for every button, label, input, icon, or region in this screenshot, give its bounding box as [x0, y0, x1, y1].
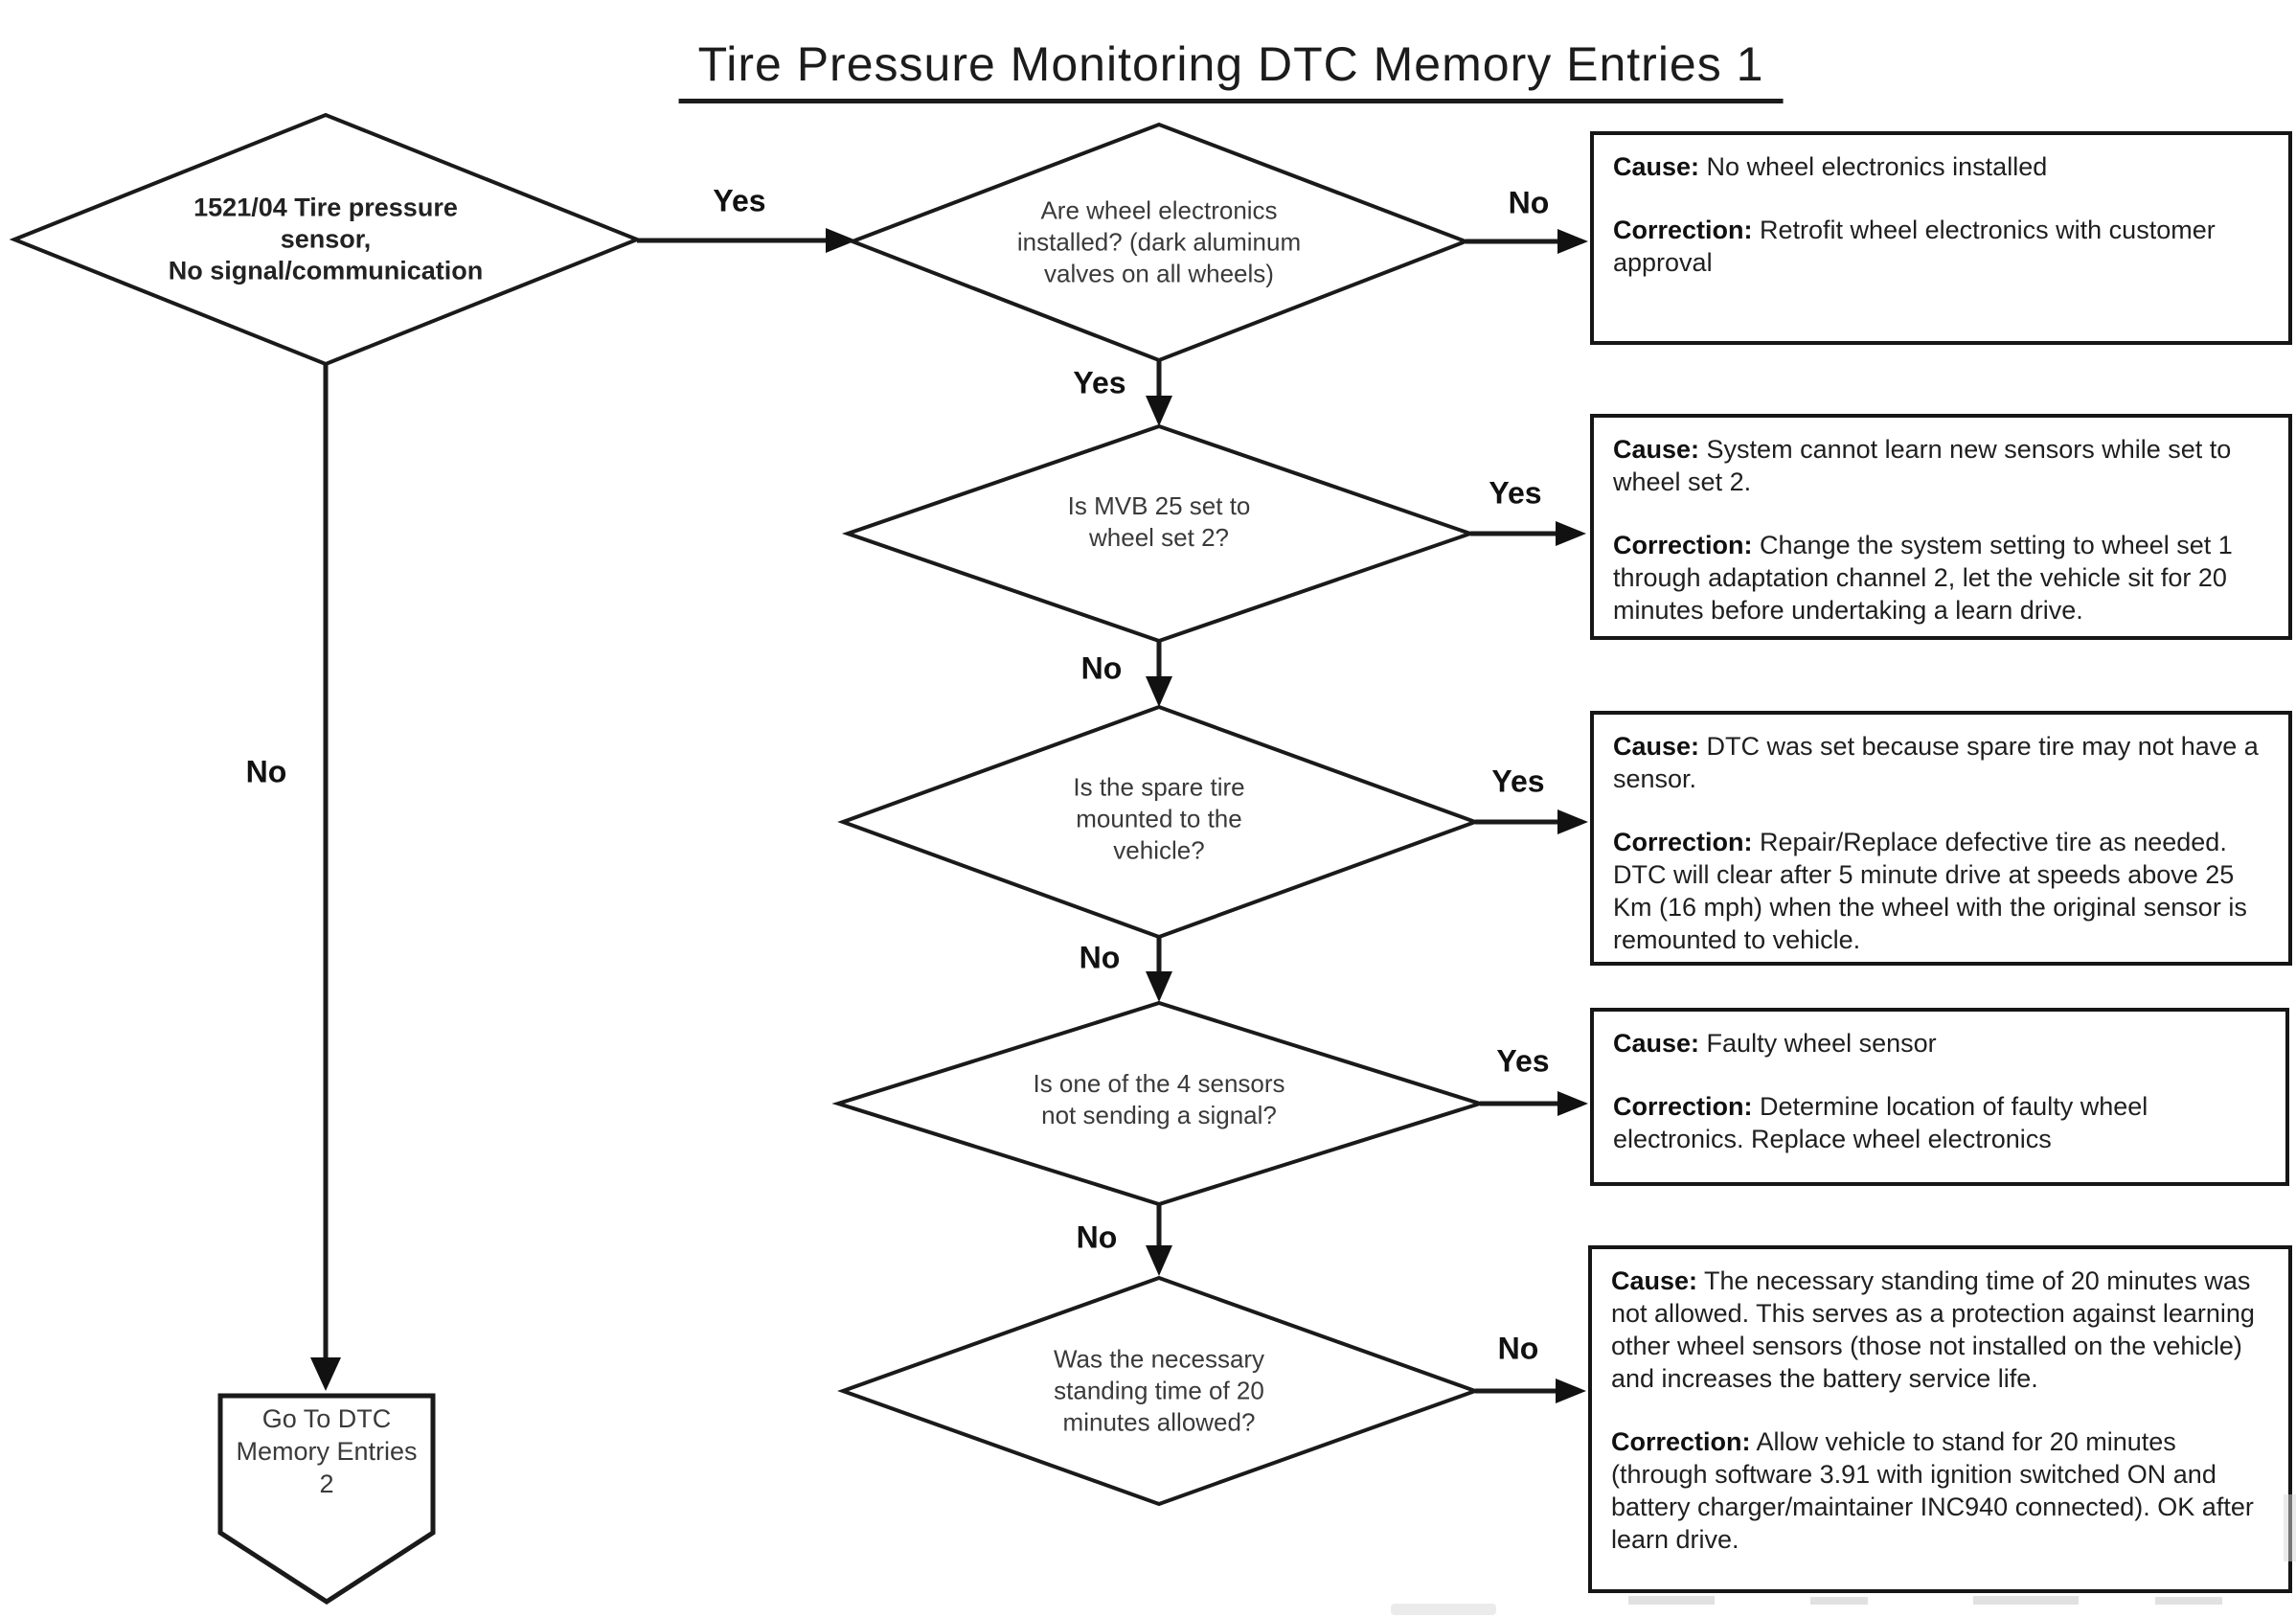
decision-label-standing-time: Was the necessary standing time of 20 mi…: [929, 1344, 1389, 1439]
edge-label-no: No: [245, 754, 287, 789]
terminal-line: 2: [319, 1470, 334, 1498]
cause-value: DTC was set because spare tire may not h…: [1613, 732, 2259, 793]
decision-line: standing time of 20: [1054, 1376, 1264, 1405]
decision-line: Was the necessary: [1053, 1344, 1265, 1374]
arrowhead: [1557, 809, 1588, 834]
decision-line: valves on all wheels): [1044, 259, 1274, 288]
decision-line: not sending a signal?: [1041, 1101, 1277, 1129]
cause-text: Cause: The necessary standing time of 20…: [1611, 1265, 2269, 1395]
correction-text: Correction: Change the system setting to…: [1613, 529, 2269, 627]
start-diamond-shape: [9, 112, 643, 367]
cause-value: The necessary standing time of 20 minute…: [1611, 1266, 2255, 1393]
cause-label: Cause:: [1613, 732, 1700, 761]
result-box: Cause: The necessary standing time of 20…: [1588, 1245, 2292, 1593]
decision-line: Is the spare tire: [1073, 772, 1245, 802]
decision-label-wheel-electronics: Are wheel electronics installed? (dark a…: [929, 195, 1389, 290]
decision-line: minutes allowed?: [1062, 1407, 1256, 1437]
decision-label-sensor-signal: Is one of the 4 sensors not sending a si…: [929, 1068, 1389, 1131]
arrowhead: [1556, 521, 1586, 546]
edge-label-no: No: [1080, 650, 1123, 686]
correction-text: Correction: Allow vehicle to stand for 2…: [1611, 1425, 2269, 1556]
arrowhead: [1556, 1379, 1586, 1403]
decision-diamond-shape: [837, 1275, 1481, 1507]
terminal-pentagon-shape: [217, 1393, 436, 1605]
edge-label-no: No: [1079, 940, 1121, 975]
result-box: Cause: No wheel electronics installed Co…: [1590, 131, 2292, 345]
cause-value: System cannot learn new sensors while se…: [1613, 435, 2232, 496]
correction-value: Repair/Replace defective tire as needed.…: [1613, 828, 2247, 954]
scan-artifact: [1973, 1596, 2079, 1605]
decision-line: Is MVB 25 set to: [1067, 491, 1251, 520]
cause-label: Cause:: [1611, 1266, 1698, 1295]
decision-diamond-shape: [847, 122, 1471, 363]
edge-label-yes: Yes: [713, 183, 766, 218]
cause-label: Cause:: [1613, 152, 1700, 181]
decision-label-mvb25: Is MVB 25 set to wheel set 2?: [929, 490, 1389, 554]
edge-label-yes: Yes: [1491, 763, 1545, 799]
arrowhead: [1557, 229, 1588, 254]
terminal-line: Go To DTC: [261, 1404, 392, 1433]
start-node-line: No signal/communication: [168, 256, 484, 285]
decision-line: Is one of the 4 sensors: [1033, 1069, 1285, 1098]
result-box: Cause: Faulty wheel sensor Correction: D…: [1590, 1008, 2289, 1186]
terminal-line: Memory Entries: [236, 1437, 418, 1466]
correction-label: Correction:: [1611, 1427, 1751, 1456]
cause-text: Cause: DTC was set because spare tire ma…: [1613, 730, 2269, 795]
cause-text: Cause: Faulty wheel sensor: [1613, 1027, 2266, 1060]
cause-value: Faulty wheel sensor: [1706, 1029, 1937, 1058]
decision-line: Are wheel electronics: [1040, 195, 1278, 225]
edge-label-no: No: [1508, 185, 1550, 220]
arrowhead: [1146, 396, 1172, 426]
scan-artifact: [2155, 1597, 2222, 1605]
decision-line: installed? (dark aluminum: [1016, 227, 1302, 257]
decision-line: vehicle?: [1113, 835, 1205, 865]
correction-text: Correction: Repair/Replace defective tir…: [1613, 826, 2269, 956]
page-title-text: Tire Pressure Monitoring DTC Memory Entr…: [678, 36, 1784, 103]
correction-label: Correction:: [1613, 216, 1753, 244]
scan-artifact: [1628, 1596, 1715, 1605]
start-node-line: 1521/04 Tire pressure: [193, 193, 458, 222]
correction-value: Retrofit wheel electronics with customer…: [1613, 216, 2216, 277]
edge-label-yes: Yes: [1073, 365, 1126, 400]
decision-diamond-shape: [837, 704, 1481, 940]
scan-artifact: [1810, 1597, 1868, 1605]
arrowhead: [1146, 676, 1172, 707]
arrowhead: [1557, 1091, 1588, 1116]
edge-label-yes: Yes: [1496, 1043, 1550, 1079]
decision-label-spare-tire: Is the spare tire mounted to the vehicle…: [929, 772, 1389, 867]
edge-label-yes: Yes: [1489, 475, 1542, 511]
result-box: Cause: System cannot learn new sensors w…: [1590, 414, 2292, 640]
arrowhead: [1146, 1245, 1172, 1276]
scan-artifact: [2284, 1494, 2296, 1561]
arrowhead: [1146, 971, 1172, 1002]
correction-text: Correction: Retrofit wheel electronics w…: [1613, 214, 2269, 279]
edge-label-no: No: [1497, 1331, 1539, 1366]
decision-line: wheel set 2?: [1089, 523, 1229, 552]
correction-value: Allow vehicle to stand for 20 minutes (t…: [1611, 1427, 2254, 1554]
decision-diamond-shape: [831, 1000, 1487, 1207]
correction-label: Correction:: [1613, 828, 1753, 856]
decision-diamond-shape: [841, 423, 1477, 644]
start-node-label: 1521/04 Tire pressure sensor, No signal/…: [96, 193, 556, 287]
correction-value: Change the system setting to wheel set 1…: [1613, 531, 2233, 625]
decision-line: mounted to the: [1076, 804, 1242, 833]
arrowhead: [310, 1357, 341, 1391]
cause-label: Cause:: [1613, 435, 1700, 464]
terminal-node-label: Go To DTC Memory Entries 2: [183, 1402, 470, 1500]
cause-value: No wheel electronics installed: [1706, 152, 2048, 181]
correction-text: Correction: Determine location of faulty…: [1613, 1090, 2266, 1155]
correction-label: Correction:: [1613, 531, 1753, 559]
cause-text: Cause: System cannot learn new sensors w…: [1613, 433, 2269, 498]
result-box: Cause: DTC was set because spare tire ma…: [1590, 711, 2292, 966]
arrowhead: [826, 228, 856, 253]
start-node-line: sensor,: [280, 224, 372, 254]
page-title: Tire Pressure Monitoring DTC Memory Entr…: [678, 36, 1784, 103]
correction-value: Determine location of faulty wheel elect…: [1613, 1092, 2148, 1153]
cause-text: Cause: No wheel electronics installed: [1613, 150, 2269, 183]
correction-label: Correction:: [1613, 1092, 1753, 1121]
cause-label: Cause:: [1613, 1029, 1700, 1058]
edge-label-no: No: [1076, 1219, 1118, 1255]
scan-artifact: [1391, 1604, 1496, 1615]
